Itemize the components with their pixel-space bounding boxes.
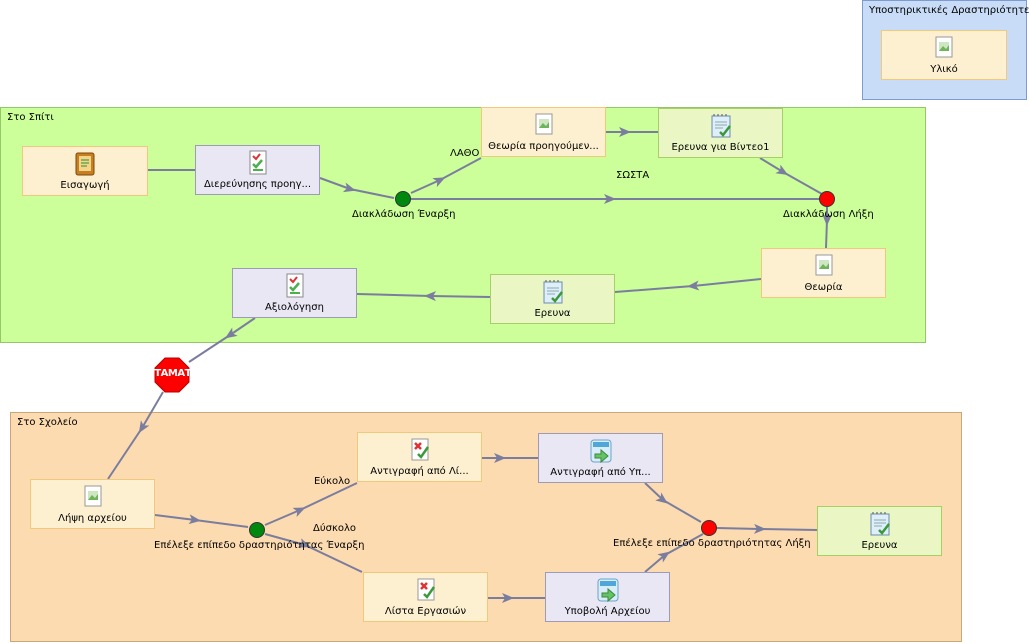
research-school-node[interactable]: Ερευνα xyxy=(817,506,942,556)
image-file-icon xyxy=(535,113,552,135)
school-region-title: Στο Σχολείο xyxy=(17,417,78,428)
book-icon xyxy=(75,152,95,176)
submit-file-label: Υποβολή Αρχείου xyxy=(564,606,651,617)
link-evaluation-stop xyxy=(188,317,256,363)
task-list-node[interactable]: Λίστα Εργασιών xyxy=(363,572,488,622)
theory-label: Θεωρία xyxy=(804,282,843,293)
copy-list-label: Αντιγραφή από Λί... xyxy=(370,466,469,477)
link-getfile-levelstart xyxy=(154,514,249,528)
material-label: Υλικό xyxy=(930,64,958,75)
research-home-node[interactable]: Ερευνα xyxy=(490,274,615,324)
checklist-icon xyxy=(286,273,303,298)
link-stop-getfile xyxy=(107,391,164,480)
image-file-icon xyxy=(815,254,832,276)
level-end-label: Επέλεξε επίπεδο δραστηριότητας Λήξη xyxy=(613,538,811,549)
hard-transition-label: Δύσκολο xyxy=(313,523,357,534)
notepad-check-icon xyxy=(711,114,731,138)
link-submitfile-levelend xyxy=(644,533,704,573)
branch-start-gateway[interactable] xyxy=(395,191,411,207)
link-theory-researchhome xyxy=(614,278,762,293)
theory-prev-label: Θεωρία προηγούμεν... xyxy=(488,141,599,152)
get-file-label: Λήψη αρχείου xyxy=(58,513,127,524)
support-activities-title: Υποστηρικτικές Δραστηριότητες xyxy=(869,5,1029,16)
branch-end-gateway[interactable] xyxy=(819,191,835,207)
explore-label: Διερεύνησης προηγ... xyxy=(203,179,312,190)
intro-label: Εισαγωγή xyxy=(60,180,110,191)
wrong-transition-label: ΛΑΘΟ xyxy=(450,148,480,159)
evaluation-node[interactable]: Αξιολόγηση xyxy=(232,268,357,318)
submit-file-node[interactable]: Υποβολή Αρχείου xyxy=(545,572,670,622)
right-transition-label: ΣΩΣΤΑ xyxy=(616,170,650,181)
link-explore-branchstart xyxy=(319,177,395,199)
link-branchend-theory xyxy=(822,207,833,249)
copy-list-node[interactable]: Αντιγραφή από Λί... xyxy=(357,432,482,482)
notepad-check-icon xyxy=(870,512,890,536)
link-video-branchend xyxy=(759,157,823,195)
stop-octagon-icon xyxy=(154,357,190,393)
link-branchstart-theoryprev xyxy=(410,157,482,194)
level-start-label: Επέλεξε επίπεδο δραστηριότητας Έναρξη xyxy=(154,540,365,551)
home-region-title: Στο Σπίτι xyxy=(7,112,54,123)
checklist-icon xyxy=(249,150,266,175)
link-copysubmit-levelend xyxy=(644,482,702,523)
check-cross-icon xyxy=(417,578,435,601)
link-levelend-researchschool xyxy=(716,523,818,534)
task-list-label: Λίστα Εργασιών xyxy=(384,606,467,617)
material-node[interactable]: Υλικό xyxy=(881,30,1007,80)
level-start-gateway[interactable] xyxy=(249,522,265,538)
evaluation-label: Αξιολόγηση xyxy=(265,302,324,313)
branch-end-label: Διακλάδωση Λήξη xyxy=(783,209,874,220)
intro-node[interactable]: Εισαγωγή xyxy=(22,146,148,196)
theory-node[interactable]: Θεωρία xyxy=(761,248,886,298)
stop-sign[interactable]: ΣΤΑΜΑΤΗΜΕΝΗ xyxy=(148,357,196,393)
link-levelstart-copylist xyxy=(264,482,358,526)
level-end-gateway[interactable] xyxy=(701,520,717,536)
branch-start-label: Διακλάδωση Έναρξη xyxy=(352,209,456,220)
check-cross-icon xyxy=(411,438,429,461)
link-levelstart-tasklist xyxy=(264,533,363,573)
image-file-icon xyxy=(84,485,101,507)
upload-arrow-icon xyxy=(590,439,611,464)
video-research-node[interactable]: Ερευνα για Βίντεο1 xyxy=(658,108,783,158)
copy-submit-node[interactable]: Αντιγραφή από Υπ... xyxy=(538,433,663,483)
research-school-label: Ερευνα xyxy=(861,540,898,551)
easy-transition-label: Εύκολο xyxy=(314,476,351,487)
explore-node[interactable]: Διερεύνησης προηγ... xyxy=(195,145,320,195)
research-home-label: Ερευνα xyxy=(534,308,571,319)
get-file-node[interactable]: Λήψη αρχείου xyxy=(30,479,155,529)
notepad-check-icon xyxy=(543,280,563,304)
image-file-icon xyxy=(935,36,953,58)
link-researchhome-evaluation xyxy=(356,291,491,302)
video-research-label: Ερευνα για Βίντεο1 xyxy=(671,142,770,153)
stop-label: ΣΤΑΜΑΤΗΜΕΝΗ xyxy=(148,368,196,379)
upload-arrow-icon xyxy=(597,578,618,603)
theory-prev-node[interactable]: Θεωρία προηγούμεν... xyxy=(481,107,606,157)
copy-submit-label: Αντιγραφή από Υπ... xyxy=(550,467,651,478)
